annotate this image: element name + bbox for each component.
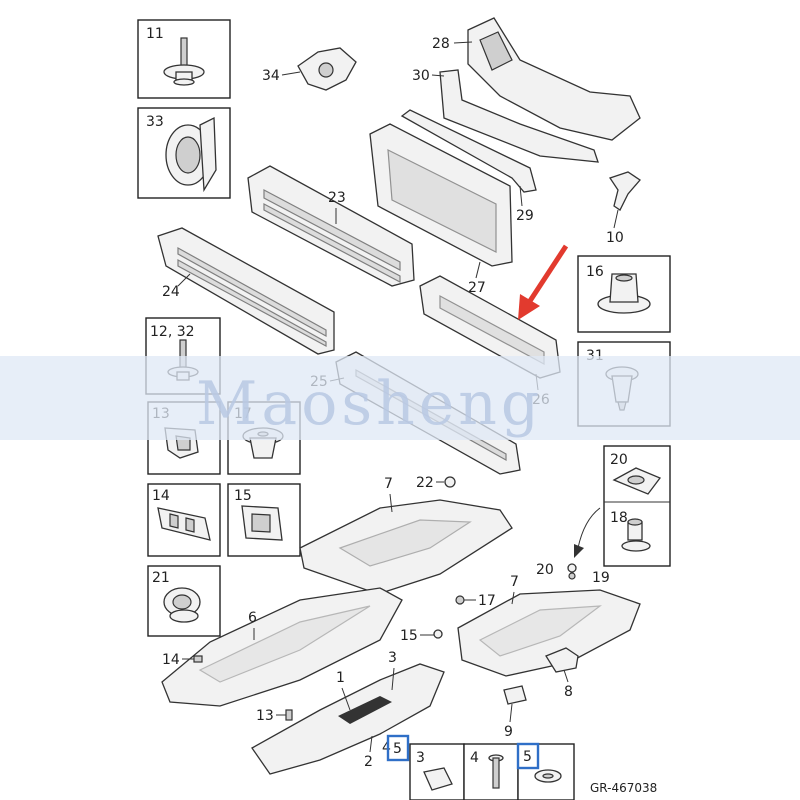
part-17-fastener[interactable]: 17 [455, 593, 496, 609]
callout-34: 34 [262, 68, 280, 84]
callout-27: 27 [468, 280, 486, 296]
callout-5-box: 5 [523, 749, 532, 765]
callout-8: 8 [564, 684, 573, 700]
part-27-radiator-frame[interactable]: 27 [369, 123, 513, 296]
part-20-19-fasteners[interactable]: 20 19 [536, 562, 610, 586]
highlight-box-5-right [516, 742, 540, 770]
callout-12-32: 12, 32 [150, 324, 195, 340]
callout-7-lower: 7 [510, 574, 519, 590]
part-23-upper-shutter[interactable]: 23 [247, 165, 415, 287]
part-24-lower-shutter[interactable]: 24 [157, 227, 335, 355]
pointer-arrow-18 [577, 507, 601, 549]
callout-33: 33 [146, 114, 164, 130]
callout-30: 30 [412, 68, 430, 84]
part-box-15[interactable]: 15 [227, 483, 301, 557]
part-10-bracket[interactable]: 10 [606, 171, 641, 246]
part-9-bracket[interactable]: 9 [503, 685, 527, 740]
part-box-20-18[interactable]: 20 18 [603, 445, 671, 567]
red-indicator-arrow [518, 244, 569, 320]
callout-13: 13 [256, 708, 274, 724]
part-28-upper-crossmember[interactable]: 28 [432, 17, 641, 141]
part-34-bracket[interactable]: 34 [262, 47, 357, 91]
callout-14: 14 [162, 652, 180, 668]
part-8-bracket[interactable]: 8 [545, 647, 579, 700]
part-3-label[interactable]: 3 [388, 650, 397, 691]
callout-24: 24 [162, 284, 180, 300]
part-box-21[interactable]: 21 [147, 565, 221, 637]
highlight-box-5-left [386, 734, 410, 762]
part-1-center-undertray[interactable]: 1 [251, 663, 445, 775]
callout-20: 20 [536, 562, 554, 578]
callout-3: 3 [388, 650, 397, 666]
callout-22: 22 [416, 475, 434, 491]
part-7-front-undertray[interactable]: 7 [299, 476, 513, 595]
callout-4-5-group[interactable]: 4 5 [382, 734, 410, 762]
callout-18: 18 [610, 510, 628, 526]
part-2-label[interactable]: 2 [364, 735, 373, 770]
callout-16: 16 [586, 264, 604, 280]
pointer-arrow-head [574, 544, 584, 558]
part-box-14[interactable]: 14 [147, 483, 221, 557]
part-box-11[interactable]: 11 [137, 19, 231, 99]
callout-14-box: 14 [152, 488, 170, 504]
part-29-seal-strip[interactable]: 29 [400, 109, 537, 224]
callout-4: 4 [382, 740, 391, 756]
callout-5: 5 [393, 741, 402, 757]
part-box-4[interactable]: 4 [463, 743, 519, 800]
part-13-fastener[interactable]: 13 [256, 708, 293, 724]
callout-4-box: 4 [470, 750, 479, 766]
watermark-band: Maosheng [0, 356, 800, 440]
part-box-3[interactable]: 3 [409, 743, 465, 800]
callout-20-box: 20 [610, 452, 628, 468]
callout-17: 17 [478, 593, 496, 609]
part-30-upper-seal[interactable]: 30 [412, 68, 599, 163]
callout-15-box: 15 [234, 488, 252, 504]
callout-29: 29 [516, 208, 534, 224]
callout-3-box: 3 [416, 750, 425, 766]
callout-2: 2 [364, 754, 373, 770]
drawing-code: GR-467038 [590, 781, 657, 795]
callout-9: 9 [504, 724, 513, 740]
callout-10: 10 [606, 230, 624, 246]
part-box-5[interactable]: 5 [516, 742, 575, 800]
callout-15: 15 [400, 628, 418, 644]
watermark-text: Maosheng [196, 369, 543, 439]
callout-1: 1 [336, 670, 345, 686]
callout-28: 28 [432, 36, 450, 52]
callout-19: 19 [592, 570, 610, 586]
callout-23: 23 [328, 190, 346, 206]
part-7-right-undertray[interactable]: 7 [457, 574, 641, 677]
part-6-left-undertray[interactable]: 6 [161, 587, 403, 707]
part-box-33[interactable]: 33 [137, 107, 231, 199]
callout-21: 21 [152, 570, 170, 586]
callout-6: 6 [248, 610, 257, 626]
callout-7-upper: 7 [384, 476, 393, 492]
callout-11: 11 [146, 26, 164, 42]
part-box-16[interactable]: 16 [577, 255, 671, 333]
part-15-fastener[interactable]: 15 [400, 628, 443, 644]
part-14-fastener[interactable]: 14 [162, 652, 203, 668]
part-22-clip[interactable]: 22 [416, 475, 456, 491]
